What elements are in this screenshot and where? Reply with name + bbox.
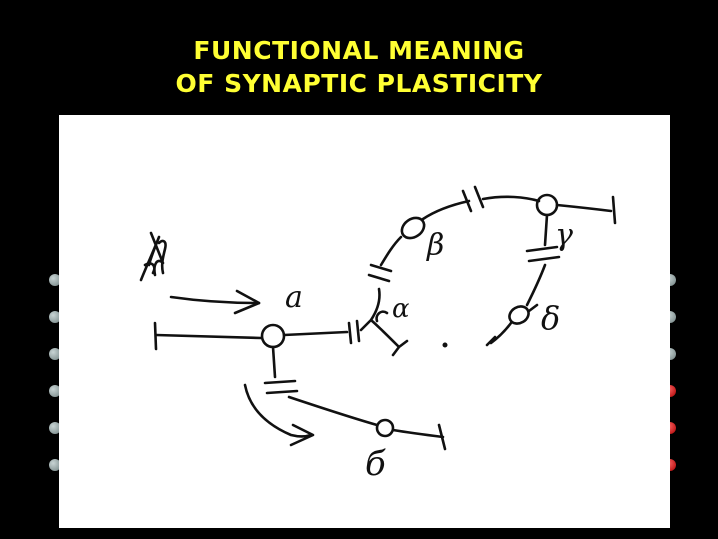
b-axon: [391, 428, 445, 439]
b-end-bar: [437, 423, 447, 451]
beta-axon: [421, 199, 471, 221]
synapse-a-alpha-bar: [347, 319, 361, 345]
delta-upper-fiber: [525, 263, 547, 307]
neuron-b-label: б: [365, 444, 386, 484]
neuron-delta-soma: [508, 305, 530, 325]
neuron-a-end-bar: [153, 321, 158, 351]
neuron-alpha-branches: [359, 287, 409, 357]
stimulus-hand-sketch: [139, 231, 167, 282]
neuron-beta-label: β: [426, 228, 444, 263]
delta-dendrites: [485, 303, 539, 347]
synapse-beta-gamma-bar: [461, 185, 485, 213]
synapse-alpha-beta-bar: [367, 263, 393, 283]
left-bullet-dot: [49, 311, 61, 323]
title-line-2: OF SYNAPTIC PLASTICITY: [175, 69, 543, 98]
input-arrow-head: [233, 289, 261, 315]
gamma-axon: [555, 203, 613, 213]
left-bullet-dot: [49, 385, 61, 397]
neuron-gamma-soma: [535, 193, 559, 217]
gamma-end-bar: [611, 195, 617, 225]
neuron-a-axon: [282, 330, 349, 337]
stray-dot: [442, 342, 448, 348]
sketch-panel: a α β γ δ б: [59, 115, 670, 528]
synapse-gamma-delta-bar: [525, 245, 561, 263]
neuron-delta-label: δ: [541, 299, 560, 337]
title-line-1: FUNCTIONAL MEANING: [193, 36, 525, 65]
beta-to-gamma-fiber: [481, 195, 541, 203]
neuron-a-label: a: [285, 280, 303, 315]
left-bullet-dot: [49, 459, 61, 471]
left-bullet-dot: [49, 422, 61, 434]
output-arrow: [243, 383, 313, 438]
neuron-alpha-label: α: [392, 294, 410, 324]
slide-title: FUNCTIONAL MEANING OF SYNAPTIC PLASTICIT…: [0, 34, 718, 100]
neuron-a-dendrite: [154, 333, 263, 340]
neuron-a-soma: [260, 323, 286, 349]
a-to-b-fiber: [287, 395, 379, 427]
neuron-gamma-label: γ: [555, 218, 573, 253]
gamma-down-fiber: [543, 213, 549, 247]
synapse-a-b-bar: [263, 379, 299, 395]
alpha-to-beta-fiber: [379, 235, 403, 267]
neuron-beta-soma: [400, 216, 426, 240]
output-arrow-head: [289, 423, 315, 447]
left-bullet-dot: [49, 274, 61, 286]
neuron-b-soma: [375, 418, 395, 438]
a-down-fiber: [271, 345, 277, 379]
input-arrow: [169, 295, 261, 305]
neuron-circuit-sketch: a α β γ δ б: [139, 185, 617, 484]
left-bullet-dot: [49, 348, 61, 360]
